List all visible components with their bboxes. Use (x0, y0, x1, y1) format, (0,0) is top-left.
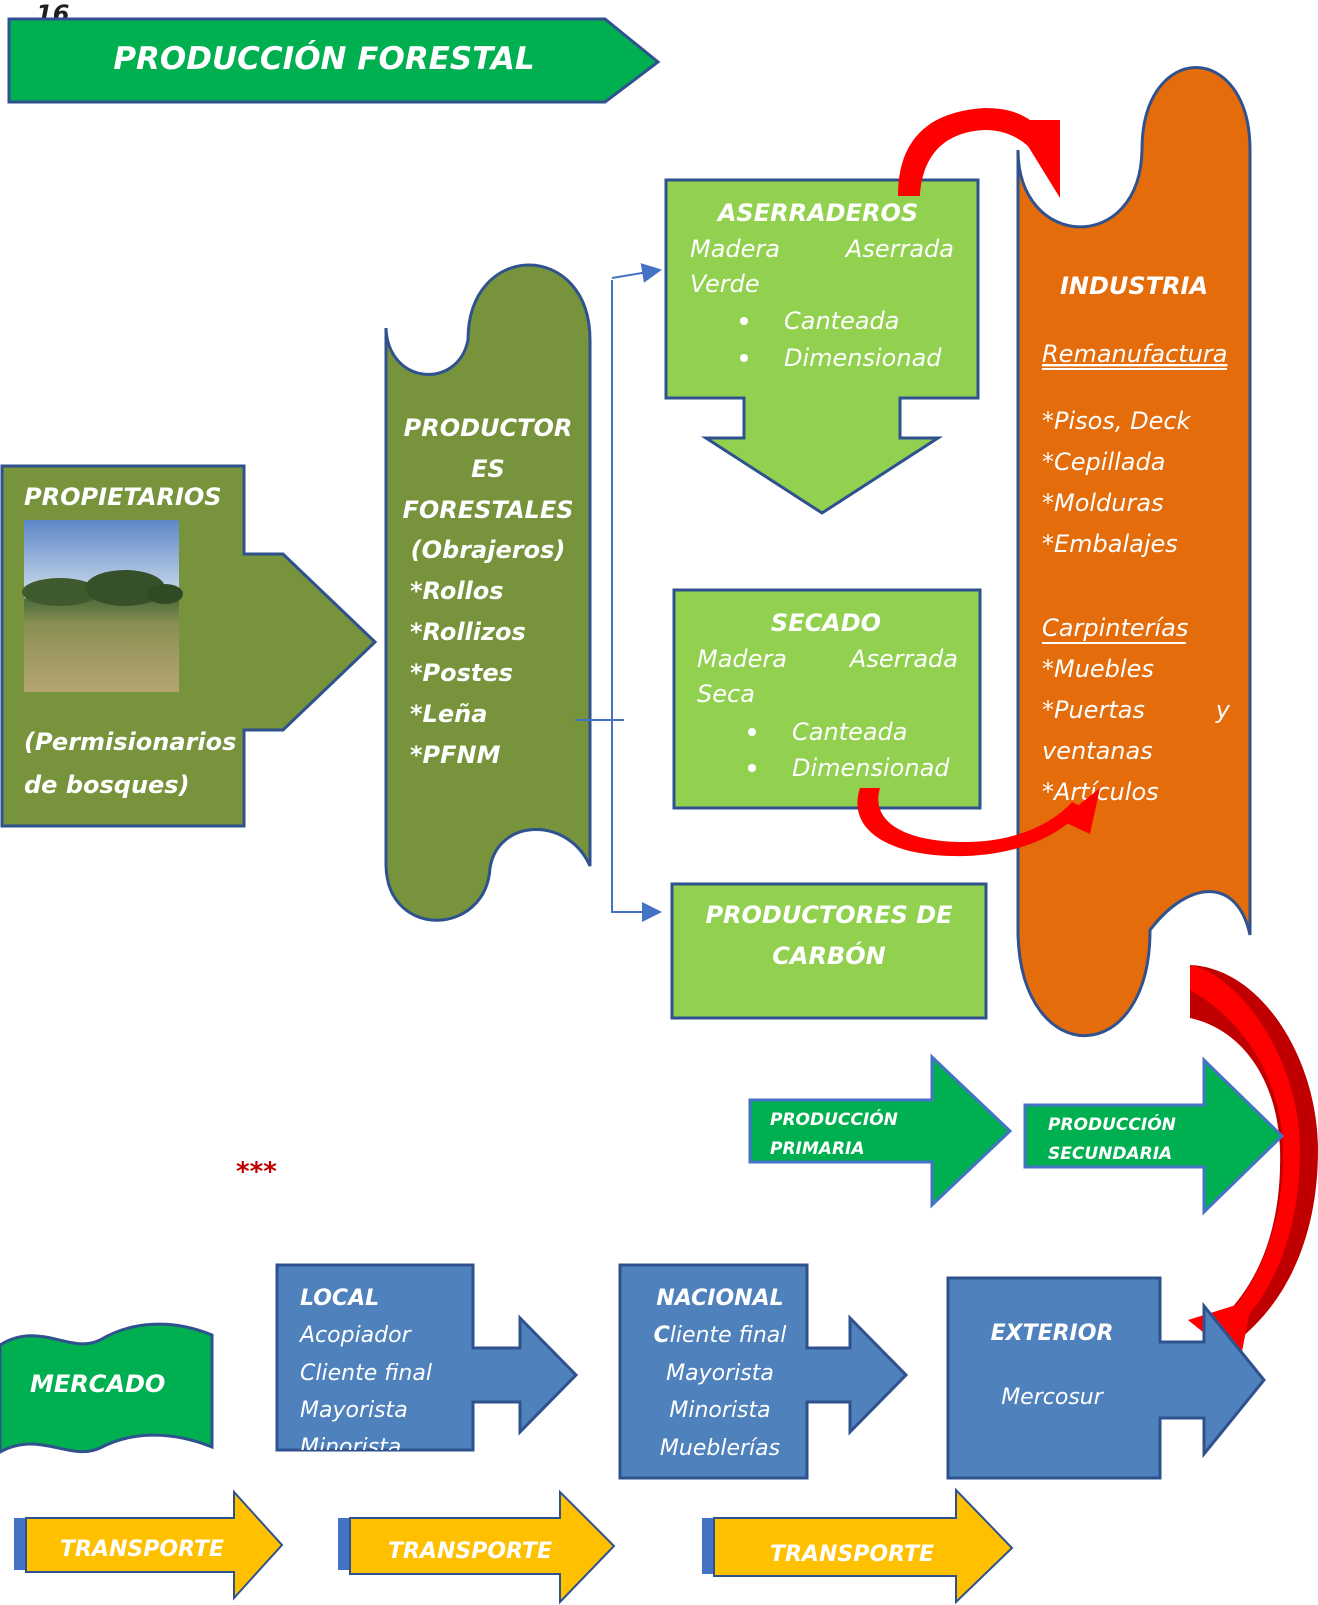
secado-bullet-0: Canteada (792, 718, 908, 746)
local-item-2: Mayorista (300, 1398, 408, 1423)
nacional-item-0: Mayorista (666, 1361, 774, 1386)
aserraderos-shape (664, 178, 980, 515)
aserraderos-title: ASERRADEROS (716, 199, 918, 227)
connector-lines (575, 263, 662, 922)
primaria-arrow (748, 1053, 1013, 1209)
productores-line-1: ES (471, 455, 505, 483)
forest-photo (22, 520, 183, 692)
underline (1042, 368, 1227, 370)
separator-stars: *** (236, 1157, 277, 1187)
carp-item-3: ventanas (1042, 737, 1153, 765)
local-item-1: Cliente final (300, 1361, 432, 1386)
aserraderos-text-a: Madera (690, 235, 780, 263)
local-item-0: Acopiador (298, 1323, 413, 1348)
bullet-dot (740, 317, 748, 325)
nacional-item-1: Minorista (669, 1398, 770, 1423)
carp-item-4: *Artículos (1042, 778, 1159, 806)
exterior-title: EXTERIOR (991, 1321, 1114, 1346)
secado-bullet-1: Dimensionad (792, 754, 950, 782)
bullet-dot (748, 764, 756, 772)
productores-line-6: *Postes (410, 659, 513, 687)
carbon-box (670, 882, 988, 1020)
nacional-cliente: Cliente final (654, 1323, 787, 1348)
aserraderos-bullet-1: Dimensionad (784, 344, 942, 372)
industria-shape (1016, 66, 1252, 1037)
industria-title: INDUSTRIA (1060, 272, 1208, 300)
curved-arrow-secado (857, 788, 1100, 857)
primaria-line1: PRODUCCIÓN (770, 1108, 898, 1130)
transporte-arrow-1: TRANSPORTE (14, 1489, 284, 1601)
transporte-arrow-2: TRANSPORTE (338, 1489, 616, 1605)
bullet-dot (748, 728, 756, 736)
productores-line-8: *PFNM (410, 741, 501, 769)
carbon-line1: PRODUCTORES DE (705, 901, 953, 929)
nacional-arrow (618, 1263, 909, 1480)
carbon-line2: CARBÓN (772, 940, 885, 970)
nacional-cliente-lead: C (654, 1323, 670, 1348)
productores-line-7: *Leña (410, 700, 487, 728)
secundaria-line2: SECUNDARIA (1048, 1144, 1172, 1164)
aserraderos-bullet-0: Canteada (784, 307, 900, 335)
productores-shape (384, 263, 592, 922)
productores-line-0: PRODUCTOR (404, 414, 573, 442)
rem-item-2: *Molduras (1042, 489, 1164, 517)
aserraderos-text-b: Aserrada (844, 235, 954, 263)
mercado-banner (0, 1322, 214, 1454)
nacional-item-2: Mueblerías (660, 1436, 780, 1461)
carp-item-2: y (1215, 696, 1231, 724)
secado-box (672, 588, 982, 810)
aserraderos-text-c: Verde (690, 270, 760, 298)
carp-item-0: *Muebles (1042, 655, 1154, 683)
curved-arrow-top (898, 108, 1060, 198)
secado-title: SECADO (771, 609, 881, 637)
underline (1042, 642, 1186, 644)
carp-item-1: *Puertas (1042, 696, 1145, 724)
productores-line-3: (Obrajeros) (411, 536, 566, 564)
secundaria-arrow (1023, 1056, 1285, 1216)
bullet-dot (740, 354, 748, 362)
local-item-3: Minorista (300, 1435, 401, 1460)
productores-line-2: FORESTALES (402, 496, 573, 524)
local-arrow (275, 1263, 579, 1452)
productores-text: PRODUCTOR ES FORESTALES (Obrajeros) *Rol… (402, 414, 573, 769)
mercado-label: MERCADO (30, 1370, 165, 1398)
productores-line-5: *Rollizos (410, 618, 526, 646)
page-title: PRODUCCIÓN FORESTAL (113, 40, 534, 77)
title-banner (7, 17, 661, 104)
rem-item-0: *Pisos, Deck (1042, 407, 1192, 435)
carpinterias-heading: Carpinterías (1042, 614, 1188, 642)
transporte-label-3: TRANSPORTE (770, 1542, 934, 1567)
propietarios-line2: de bosques) (24, 771, 190, 799)
propietarios-line1: (Permisionarios (24, 728, 236, 756)
nacional-title: NACIONAL (656, 1286, 783, 1311)
secado-text-a: Madera (697, 645, 787, 673)
rem-item-1: *Cepillada (1042, 448, 1165, 476)
propietarios-title: PROPIETARIOS (24, 483, 222, 511)
exterior-item: Mercosur (1001, 1385, 1105, 1410)
remanufactura-heading: Remanufactura (1042, 340, 1228, 368)
secado-text-b: Aserrada (848, 645, 958, 673)
secundaria-line1: PRODUCCIÓN (1048, 1113, 1176, 1135)
primaria-line2: PRIMARIA (770, 1139, 865, 1159)
local-title: LOCAL (300, 1286, 379, 1311)
secado-text-c: Seca (697, 680, 755, 708)
nacional-cliente-rest: liente final (670, 1323, 787, 1348)
exterior-arrow (946, 1276, 1266, 1480)
transporte-label-2: TRANSPORTE (388, 1539, 552, 1564)
productores-line-4: *Rollos (410, 577, 504, 605)
transporte-arrow-3: TRANSPORTE (702, 1487, 1014, 1605)
transporte-label-1: TRANSPORTE (60, 1537, 224, 1562)
rem-item-3: *Embalajes (1042, 530, 1178, 558)
